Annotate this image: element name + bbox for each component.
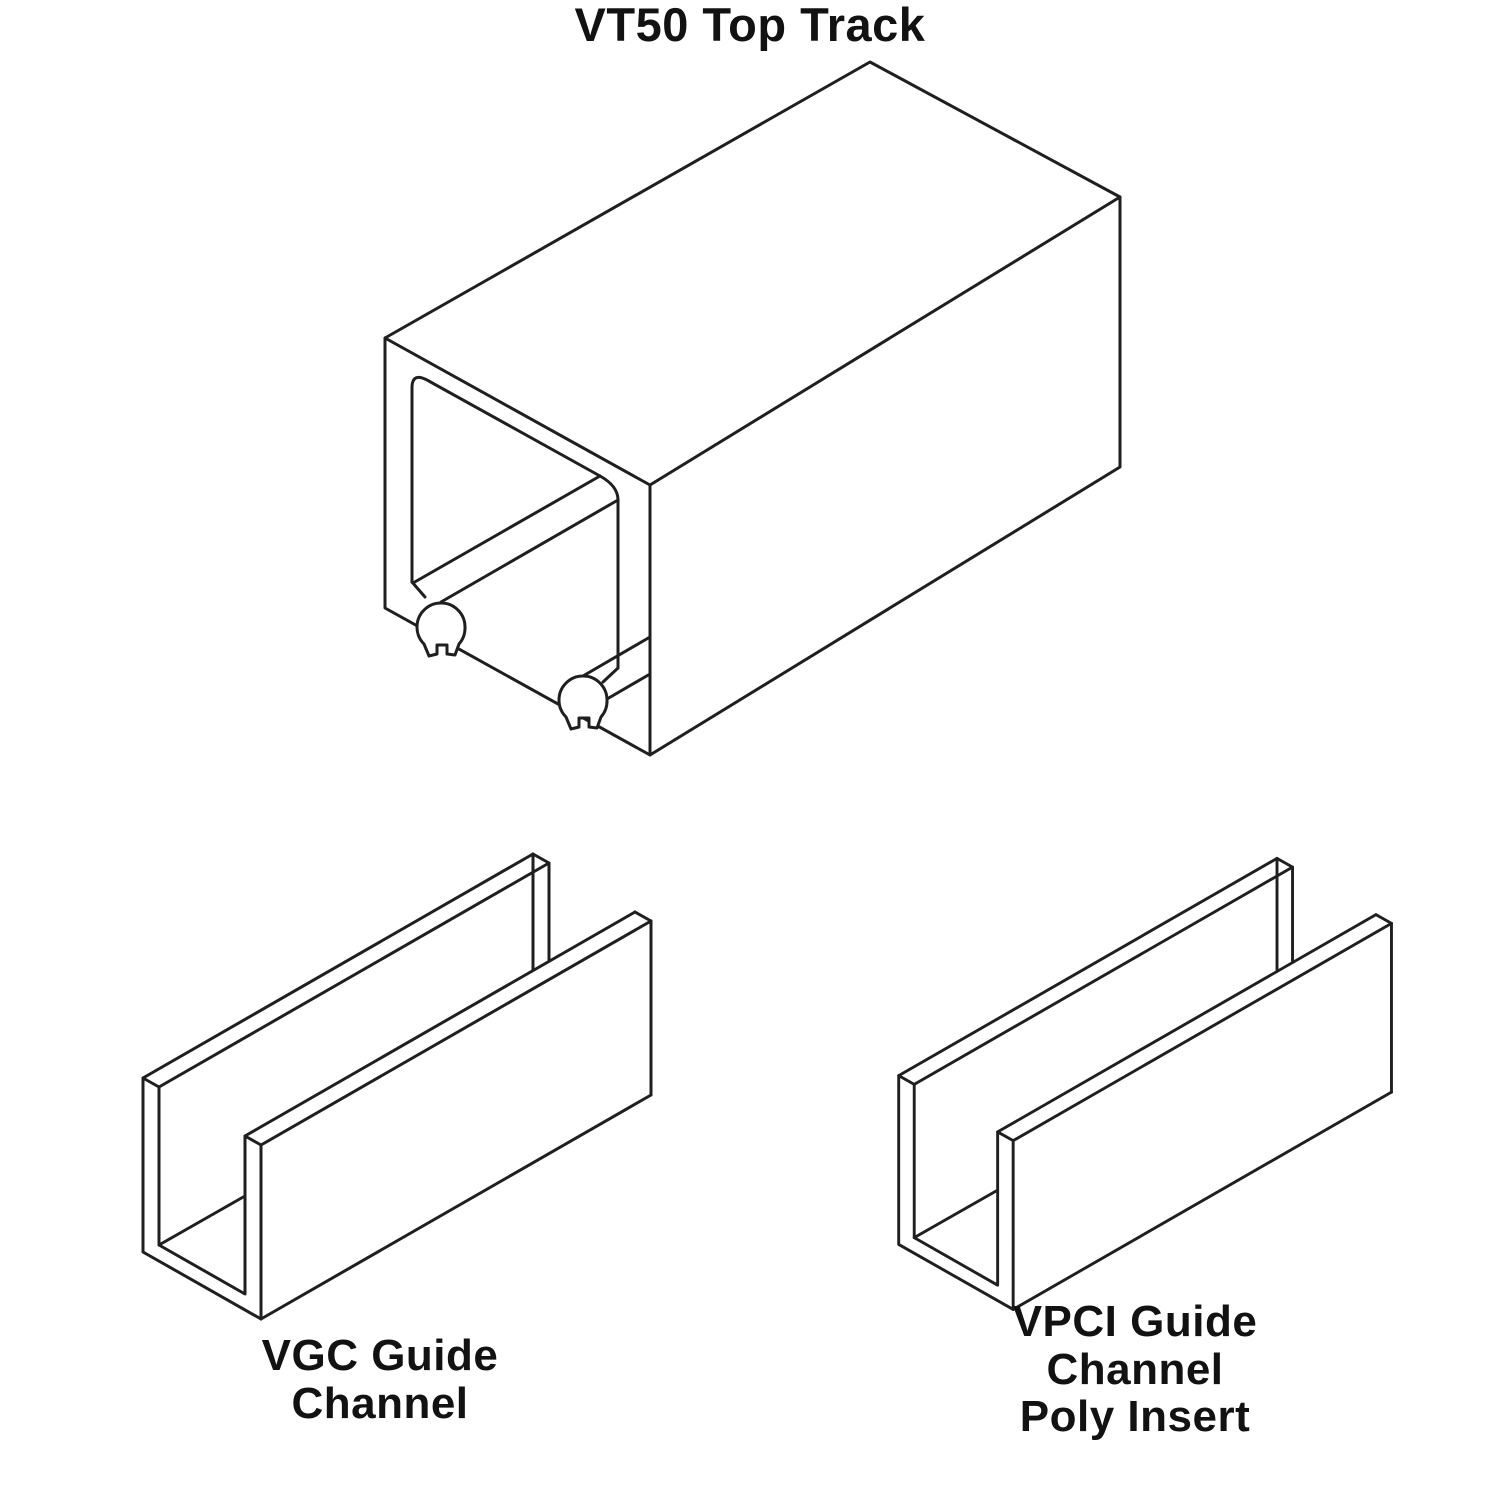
vgc-guide-channel-label: VGC Guide Channel	[261, 1331, 499, 1428]
vpci-guide-channel-poly-insert-drawing	[897, 856, 1393, 1311]
vt50-top-track-drawing	[383, 60, 1122, 757]
vt50-top-track-label: VT50 Top Track	[574, 0, 926, 51]
vgc-guide-channel-drawing	[141, 852, 653, 1321]
vpci-guide-channel-poly-insert-label: VPCI Guide Channel Poly Insert	[1012, 1297, 1258, 1442]
